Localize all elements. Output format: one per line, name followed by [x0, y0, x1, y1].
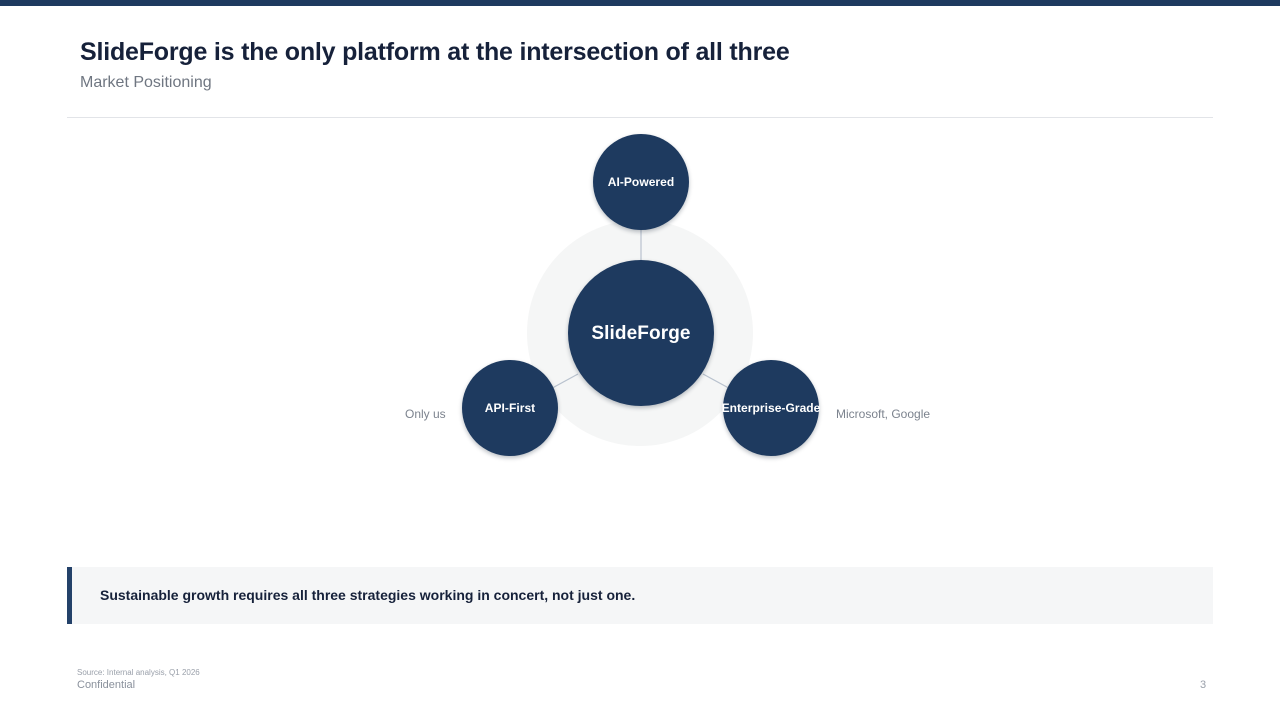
header-divider — [67, 117, 1213, 118]
diagram-node-label-api-first: API-First — [484, 401, 536, 415]
callout-text: Sustainable growth requires all three st… — [100, 587, 636, 604]
top-accent-band — [0, 0, 1280, 6]
diagram-node-label-ai-powered: AI-Powered — [607, 175, 675, 189]
diagram-node-enterprise-grade[interactable]: Enterprise-Grade — [721, 360, 821, 456]
callout-banner: Sustainable growth requires all three st… — [67, 567, 1213, 624]
diagram-node-label-enterprise-grade: Enterprise-Grade — [721, 401, 821, 415]
callout-accent-bar — [67, 567, 72, 624]
page-subtitle: Market Positioning — [80, 74, 212, 91]
slide-header: SlideForge is the only platform at the i… — [80, 38, 1214, 92]
annotation-microsoft-google: Microsoft, Google — [836, 407, 931, 421]
footer-source: Source: Internal analysis, Q1 2026 — [77, 668, 200, 677]
diagram-node-slideforge[interactable]: SlideForge — [568, 260, 714, 406]
footer-confidential-label: Confidential — [77, 679, 136, 691]
annotation-only-us: Only us — [405, 407, 446, 421]
diagram-node-ai-powered[interactable]: AI-Powered — [593, 134, 689, 230]
diagram-node-label-slideforge: SlideForge — [591, 322, 691, 344]
diagram-node-api-first[interactable]: API-First — [462, 360, 558, 456]
footer-page-number: 3 — [1200, 679, 1207, 691]
page-title: SlideForge is the only platform at the i… — [80, 38, 790, 66]
venn-hub-diagram: SlideForge AI-Powered API-First Enterpri… — [0, 120, 1280, 520]
